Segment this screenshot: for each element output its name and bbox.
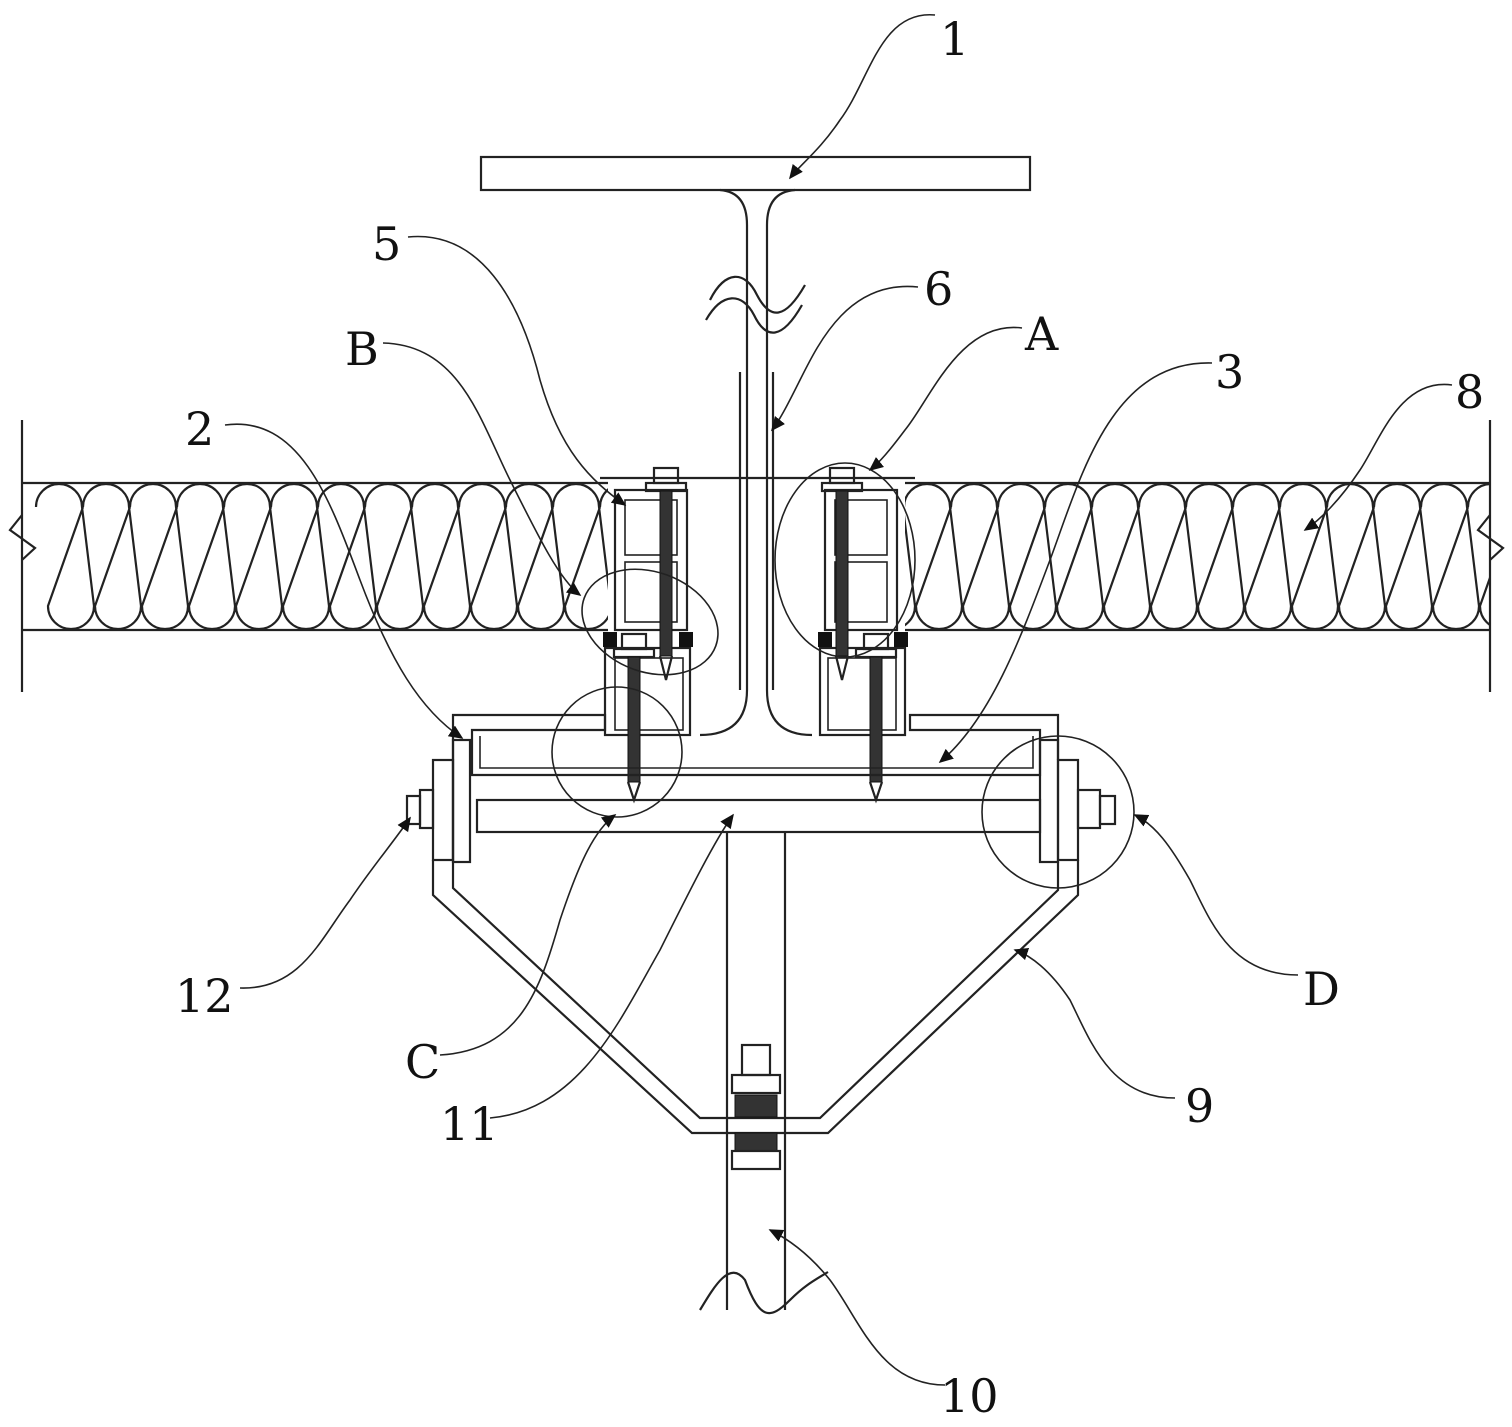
label-d: D bbox=[1303, 962, 1340, 1016]
label-2: 2 bbox=[185, 402, 214, 456]
label-8: 8 bbox=[1455, 365, 1484, 419]
label-9: 9 bbox=[1185, 1079, 1214, 1133]
i-beam bbox=[481, 157, 1030, 735]
label-a: A bbox=[1024, 307, 1059, 361]
channel-2 bbox=[453, 715, 1058, 862]
insulation-panel bbox=[10, 420, 1512, 692]
break-symbol bbox=[710, 277, 805, 313]
label-12: 12 bbox=[175, 969, 234, 1023]
label-5: 5 bbox=[372, 217, 401, 271]
label-6: 6 bbox=[924, 262, 953, 316]
label-11: 11 bbox=[440, 1097, 499, 1151]
leader-lines bbox=[225, 15, 1452, 1385]
left-side-clamp bbox=[407, 740, 470, 862]
right-bracket bbox=[818, 468, 908, 800]
detail-circle-c bbox=[552, 687, 682, 817]
bar-11 bbox=[477, 800, 1040, 832]
label-b: B bbox=[345, 322, 379, 376]
rod-10 bbox=[700, 832, 828, 1313]
left-bracket bbox=[603, 468, 693, 800]
label-1: 1 bbox=[940, 12, 969, 66]
label-10: 10 bbox=[940, 1369, 999, 1423]
label-3: 3 bbox=[1215, 345, 1244, 399]
label-c: C bbox=[405, 1035, 440, 1089]
right-side-clamp bbox=[1040, 740, 1115, 862]
